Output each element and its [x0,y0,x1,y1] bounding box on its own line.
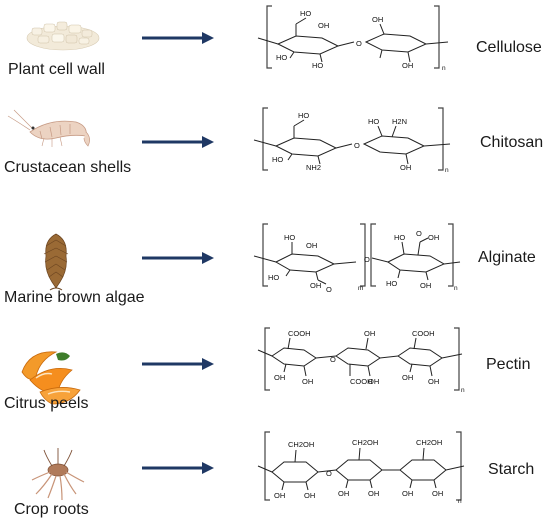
alginate-ho-label-3: HO [394,233,405,242]
starch-ch2oh-label: CH2OH [288,440,314,449]
source-label-crop-roots: Crop roots [14,501,89,518]
pectin-cooh-label: COOH [288,329,311,338]
chitosan-subscript-n: n [445,167,449,174]
polymer-label-pectin: Pectin [486,356,530,373]
polymer-label-starch: Starch [488,461,534,478]
pectin-oh-label: OH [274,373,285,382]
source-label-crustacean-shells: Crustacean shells [4,159,131,176]
starch-link-o: O [326,469,332,478]
chitosan-nh2-label: NH2 [306,163,321,172]
starch-subscript-n: n [458,498,462,505]
alginate-oh-label-3: OH [428,233,439,242]
root-icon [31,448,85,501]
arrow-2 [142,136,214,148]
alginate-subscript-n: n [454,285,458,292]
pectin-cooh-label-2: COOH [350,377,373,386]
cellulose-ho-label-3: HO [312,61,323,70]
pectin-structure: COOH OH OH O COOH OH OH COOH OH OH n [257,327,465,394]
pectin-oh-label-5: OH [402,373,413,382]
cellulose-ho-label: HO [300,9,311,18]
chitosan-link-o: O [354,141,360,150]
shrimp-icon [7,109,90,147]
chitosan-structure: HO HO NH2 O HO H2N OH n [253,107,451,174]
cellulose-link-o: O [356,39,362,48]
polymer-label-alginate: Alginate [478,249,536,266]
alginate-ho-label-2: HO [268,273,279,282]
source-label-plant-cell-wall: Plant cell wall [8,61,105,78]
pectin-subscript-n: n [461,387,465,394]
source-label-marine-brown-algae: Marine brown algae [4,289,145,306]
pectin-oh-label-6: OH [428,377,439,386]
starch-oh-label-3: OH [338,489,349,498]
alginate-link-o: O [364,255,370,264]
pectin-oh-label-4: OH [368,377,379,386]
starch-oh-label-4: OH [368,489,379,498]
row-chitosan: Crustacean shells HO HO NH2 O HO H2 [4,107,543,176]
alginate-o-label-2: O [416,229,422,238]
cellulose-subscript-n: n [442,65,446,72]
arrow-1 [142,32,214,44]
alginate-oh-label-4: OH [420,281,431,290]
arrow-3 [142,252,214,264]
arrow-4 [142,358,214,370]
starch-ch2oh-label-3: CH2OH [416,438,442,447]
chitosan-h2n-label: H2N [392,117,407,126]
polymer-label-chitosan: Chitosan [480,134,543,151]
chitosan-oh-label: OH [400,163,411,172]
chitosan-ho-label-2: HO [272,155,283,164]
orange-peel-icon [21,351,81,405]
alginate-oh-label-2: OH [310,281,321,290]
row-pectin: Citrus peels COOH OH OH [4,327,530,412]
chitosan-ho-label-3: HO [368,117,379,126]
pectin-oh-label-2: OH [302,377,313,386]
row-starch: Crop roots CH2OH OH OH [14,431,534,518]
source-label-citrus-peels: Citrus peels [4,395,88,412]
cellulose-structure: HO OH HO HO O OH OH n [257,5,449,72]
starch-oh-label: OH [274,491,285,500]
alginate-ho-label-4: HO [386,279,397,288]
polymer-label-cellulose: Cellulose [476,39,542,56]
row-alginate: Marine brown algae HO HO [4,223,536,306]
chitosan-ho-label: HO [298,111,309,120]
pectin-oh-label-3: OH [364,329,375,338]
alginate-structure: HO HO OH O OH O HO OH O OH HO m n [253,223,461,294]
row-cellulose: Plant cell wall HO OH HO HO [8,5,542,78]
pectin-cooh-label-3: COOH [412,329,435,338]
starch-oh-label-2: OH [304,491,315,500]
cellulose-oh-label-3: OH [402,61,413,70]
pectin-link-o: O [330,355,336,364]
alginate-subscript-m: m [358,285,363,292]
alginate-oh-label: OH [306,241,317,250]
cellulose-ho-label-2: HO [276,53,287,62]
alginate-o-label: O [326,285,332,294]
alginate-ho-label: HO [284,233,295,242]
cellulose-oh-label: OH [318,21,329,30]
starch-structure: CH2OH OH OH O CH2OH OH OH CH2OH OH OH n [257,431,465,505]
cellulose-oh-label-2: OH [372,15,383,24]
arrow-5 [142,462,214,474]
seaweed-icon [43,233,69,291]
starch-oh-label-6: OH [432,489,443,498]
starch-oh-label-5: OH [402,489,413,498]
starch-ch2oh-label-2: CH2OH [352,438,378,447]
wood-chips-icon [26,21,100,51]
